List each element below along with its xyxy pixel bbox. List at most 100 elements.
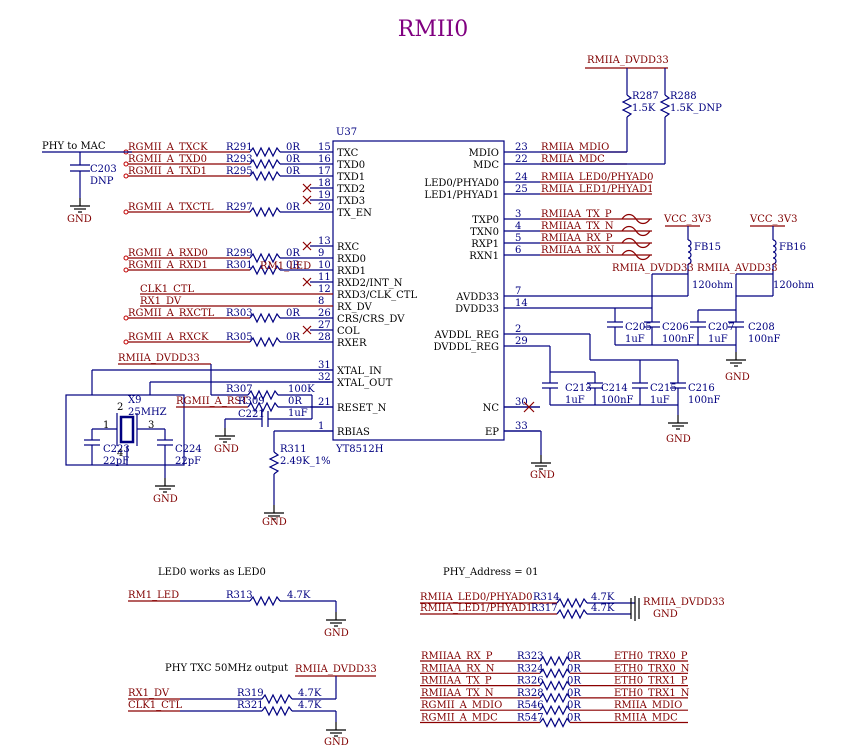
- net-label: RMIIAA_RX_P: [421, 651, 493, 662]
- resistor-ref: R301: [226, 260, 253, 271]
- pin-number: 20: [318, 202, 331, 213]
- c205-ref: C205: [625, 322, 652, 333]
- c224-value: 22pF: [175, 456, 201, 467]
- pin-name: AVDDL_REG: [434, 330, 499, 341]
- pin-number: 14: [515, 298, 528, 309]
- c207-ref: C207: [708, 322, 735, 333]
- pin-number: 5: [515, 233, 521, 244]
- rx1-dv-net: RX1_DV: [128, 688, 170, 699]
- pin-number: 22: [515, 154, 528, 165]
- phy-address-note: PHY_Address = 01: [443, 567, 539, 578]
- r287-value: 1.5K: [632, 103, 656, 114]
- x9-value: 25MHZ: [128, 407, 167, 418]
- r288-value: 1.5K_DNP: [670, 103, 722, 114]
- pin-number: 21: [318, 397, 331, 408]
- gnd-label-reset: GND: [214, 444, 239, 455]
- pin-name: TXP0: [472, 215, 499, 226]
- resistor-symbol: [539, 717, 571, 728]
- net-port: [123, 267, 129, 273]
- net-label: RGMII_A_TXD0: [128, 154, 207, 165]
- c214-ref: C214: [601, 383, 628, 394]
- pin-name: RX_DV: [337, 302, 372, 313]
- c216-value: 100nF: [688, 395, 721, 406]
- net-label: RGMII_A_RXCK: [128, 332, 209, 343]
- output-net-label: ETH0_TRX1_N: [614, 688, 690, 699]
- pin-number: 4: [515, 221, 521, 232]
- resistor-ref: R295: [226, 166, 253, 177]
- gnd-label-led0: GND: [324, 628, 349, 639]
- net-label: RMIIAA_TX_N: [421, 688, 494, 699]
- r319-ref: R319: [237, 688, 264, 699]
- net-label: RMIIA_LED1/PHYAD1: [541, 184, 653, 195]
- r309-value: 0R: [288, 396, 302, 407]
- pin-name: MDIO: [469, 148, 499, 159]
- output-net-label: ETH0_TRX0_P: [614, 651, 688, 662]
- no-connect-mark: [302, 183, 312, 193]
- c203-ref: C203: [90, 164, 117, 175]
- pin-number: 27: [318, 320, 331, 331]
- c213-ref: C213: [565, 383, 592, 394]
- rmii-dvdd33-label: RMIIA_DVDD33: [612, 263, 694, 274]
- rm1-led-net-inline: RM1_LED: [260, 261, 311, 272]
- chip-part: YT8512H: [335, 444, 384, 455]
- resistor-symbol: [249, 158, 281, 170]
- output-net-label: ETH0_TRX0_N: [614, 663, 690, 674]
- r309-ref: R309: [238, 396, 265, 407]
- r288-ref: R288: [670, 91, 697, 102]
- net-label: RGMII_A_RXD0: [128, 248, 208, 259]
- rmii-dvdd33-txc-label: RMIIA_DVDD33: [295, 664, 377, 675]
- pin-number: 29: [515, 336, 528, 347]
- pin-number: 23: [515, 142, 528, 153]
- pin-name: COL: [337, 326, 360, 337]
- net-port: [123, 255, 129, 261]
- net-label: RGMII_A_MDC: [421, 713, 498, 724]
- r317-ref: R317: [531, 603, 558, 614]
- net-label: RMIIAA_TX_P: [541, 209, 612, 220]
- output-net-label: RMIIA_MDC: [614, 713, 678, 724]
- sheet-title: RMII0: [398, 17, 468, 42]
- pin-name: TXN0: [470, 227, 499, 238]
- resistor-symbol: [249, 252, 281, 264]
- r287-ref: R287: [632, 91, 659, 102]
- resistor-ref: R297: [226, 202, 253, 213]
- resistor-ref: R291: [226, 142, 253, 153]
- net-port: [123, 161, 129, 167]
- net-label: RMIIAA_TX_N: [541, 221, 614, 232]
- fb15-value: 120ohm: [692, 280, 734, 291]
- pin-number: 33: [515, 421, 528, 432]
- gnd-label-c216: GND: [666, 434, 691, 445]
- net-label: RGMII_A_RXCTL: [128, 308, 215, 319]
- c208-value: 100nF: [748, 334, 781, 345]
- r307-ref: R307: [226, 384, 253, 395]
- led0-note: LED0 works as LED0: [158, 567, 266, 578]
- output-net-label: RMIIA_MDIO: [614, 700, 682, 711]
- gnd-label-rbias: GND: [262, 517, 287, 528]
- resistor-ref: R326: [517, 676, 544, 687]
- resistor-ref: R303: [226, 308, 253, 319]
- gnd-label-xtal: GND: [153, 494, 178, 505]
- resistor-value: 0R: [286, 332, 300, 343]
- resistor-value: 0R: [567, 676, 581, 687]
- pin-name: LED0/PHYAD0: [424, 178, 499, 189]
- pin-name: TXD2: [337, 184, 365, 195]
- resistor-symbol: [249, 264, 281, 276]
- resistor-value: 0R: [286, 202, 300, 213]
- pin-name: XTAL_IN: [337, 366, 382, 377]
- resistor-ref: R305: [226, 332, 253, 343]
- diff-pair-mark: [621, 249, 651, 261]
- resistor-value: 0R: [286, 248, 300, 259]
- resistor-symbol: [539, 655, 571, 667]
- fb16-ref: FB16: [779, 242, 806, 253]
- crystal-x9: [119, 415, 135, 444]
- c203-value: DNP: [90, 176, 114, 187]
